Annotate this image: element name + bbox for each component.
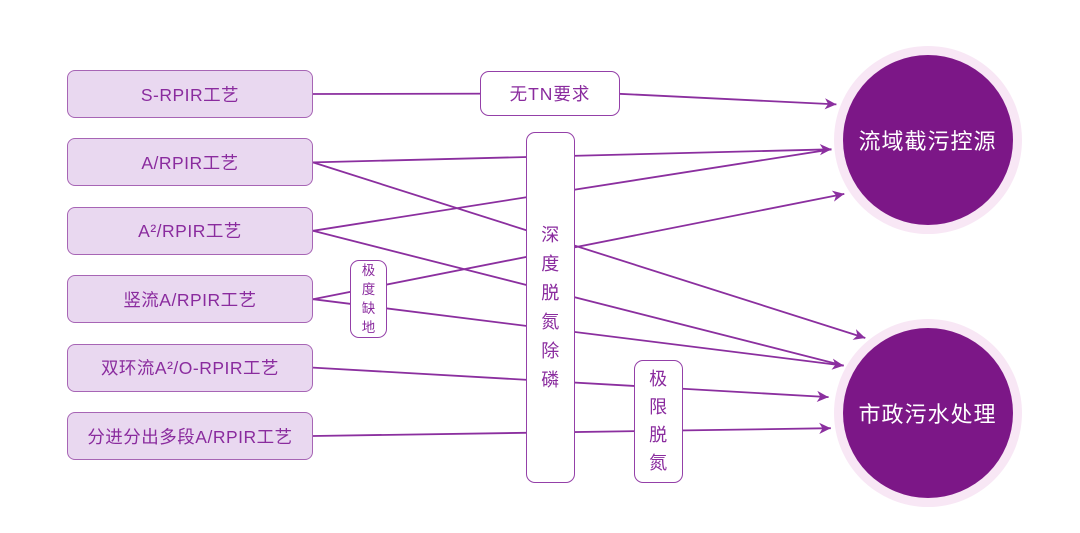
edge-vertical-a-rpir-to-municipal — [312, 298, 844, 370]
process-box-multi-stage[interactable]: 分进分出多段A/RPIR工艺 — [67, 412, 313, 460]
target-label: 流域截污控源 — [858, 129, 997, 154]
process-label: 双环流A²/O-RPIR工艺 — [100, 358, 280, 379]
edge-label-text: 极限脱氮 — [649, 369, 668, 473]
process-label: 竖流A/RPIR工艺 — [123, 289, 257, 310]
target-node-watershed[interactable]: 流域截污控源 — [842, 55, 1013, 225]
edge-label-extreme-denitrification[interactable]: 极限脱氮 — [633, 359, 683, 483]
process-box-vertical-a-rpir[interactable]: 竖流A/RPIR工艺 — [67, 275, 313, 324]
process-label: S-RPIR工艺 — [140, 84, 240, 105]
edge-label-text: 深度脱氮除磷 — [541, 224, 560, 390]
edge-label-extreme-land-shortage[interactable]: 极度缺地 — [350, 260, 387, 338]
target-node-municipal[interactable]: 市政污水处理 — [842, 328, 1013, 498]
process-box-a-rpir[interactable]: A/RPIR工艺 — [67, 138, 313, 187]
edge-a2-rpir-to-municipal — [312, 229, 844, 367]
process-box-double-loop[interactable]: 双环流A²/O-RPIR工艺 — [67, 343, 313, 392]
edge-label-no-tn[interactable]: 无TN要求 — [480, 71, 620, 116]
edge-label-text: 无TN要求 — [509, 84, 591, 104]
edge-label-text: 极度缺地 — [361, 263, 376, 335]
target-label: 市政污水处理 — [858, 402, 997, 427]
process-label: 分进分出多段A/RPIR工艺 — [87, 426, 293, 447]
edge-a-rpir-to-municipal — [312, 161, 866, 340]
process-label: A²/RPIR工艺 — [138, 221, 242, 242]
process-label: A/RPIR工艺 — [141, 152, 239, 173]
edge-label-deep-denitrification[interactable]: 深度脱氮除磷 — [525, 132, 575, 483]
process-box-a2-rpir[interactable]: A²/RPIR工艺 — [67, 206, 313, 255]
process-box-s-rpir[interactable]: S-RPIR工艺 — [67, 70, 313, 118]
edge-tn-label-to-watershed — [618, 92, 837, 110]
